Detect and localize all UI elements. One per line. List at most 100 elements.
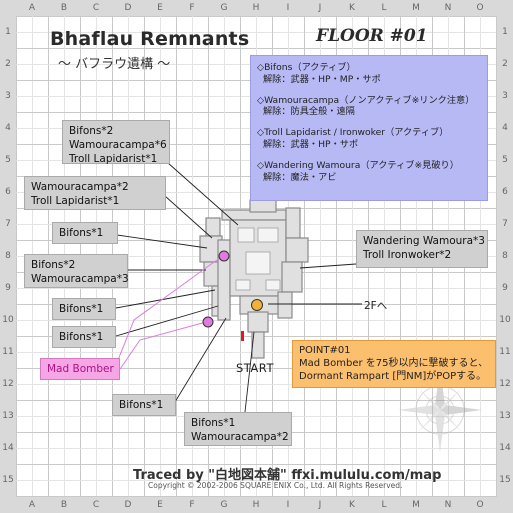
start-label: START: [236, 361, 274, 375]
mob-name: ◇Wamouracampa（ノンアクティブ※リンク注意）: [257, 94, 475, 106]
grid-subline-vertical: [320, 16, 321, 497]
row-label: 4: [502, 123, 508, 133]
column-label: F: [189, 3, 195, 13]
column-label: K: [349, 3, 355, 13]
row-label: 7: [5, 219, 11, 229]
row-label: 14: [2, 443, 14, 453]
column-label: L: [381, 3, 387, 13]
row-label: 3: [502, 91, 508, 101]
grid-subline-horizontal: [16, 448, 497, 449]
row-label: 11: [499, 347, 511, 357]
column-label: N: [444, 3, 452, 13]
row-label: 6: [5, 187, 11, 197]
grid-subline-horizontal: [16, 384, 497, 385]
row-label: 2: [502, 59, 508, 69]
grid-line-horizontal: [16, 496, 497, 497]
column-label: I: [286, 3, 290, 13]
column-label: A: [28, 500, 36, 510]
column-label: N: [444, 500, 452, 510]
column-label: C: [92, 3, 100, 13]
column-label: D: [124, 3, 132, 13]
mob-name: ◇Troll Lapidarist / Ironwoker（アクティブ）: [257, 127, 449, 139]
point-line: Dormant Rampart [門NM]がPOPする。: [299, 371, 487, 382]
row-label: 10: [499, 315, 511, 325]
row-label: 13: [2, 411, 14, 421]
row-label: 2: [5, 59, 11, 69]
exit-marker: [251, 299, 263, 311]
grid-line-horizontal: [16, 464, 497, 465]
row-label: 13: [499, 411, 511, 421]
row-label: 15: [499, 475, 511, 485]
column-label: B: [60, 3, 68, 13]
mob-group-label: Bifons*1: [52, 298, 116, 320]
column-label: J: [318, 3, 322, 13]
row-label: 10: [2, 315, 14, 325]
monster-info-panel: ◇Bifons（アクティブ） 解除：武器・HP・MP・サポ ◇Wamouraca…: [250, 55, 488, 201]
column-label: F: [189, 500, 195, 510]
row-label: 3: [5, 91, 11, 101]
column-ruler-top: [0, 0, 513, 16]
row-label: 1: [502, 27, 508, 37]
grid-subline-vertical: [352, 16, 353, 497]
column-label: C: [92, 500, 100, 510]
column-label: E: [157, 3, 163, 13]
column-label: E: [157, 500, 163, 510]
nm-label-mad-bomber: Mad Bomber: [40, 358, 120, 380]
mob-group-label: Bifons*2 Wamouracampa*3: [24, 254, 129, 288]
column-label: O: [476, 3, 484, 13]
map-subtitle: ～ バフラウ遺構 ～: [58, 57, 171, 72]
start-marker: [241, 331, 244, 341]
column-label: B: [60, 500, 68, 510]
row-label: 5: [502, 155, 508, 165]
row-label: 12: [499, 379, 511, 389]
row-label: 11: [2, 347, 14, 357]
mob-weakness: 解除：魔法・アビ: [263, 171, 337, 183]
mob-weakness: 解除：武器・HP・MP・サポ: [263, 73, 381, 85]
credit-text: Traced by "白地図本舗" ffxi.mululu.com/map: [133, 468, 442, 483]
column-label: A: [28, 3, 36, 13]
mob-group-label: Wandering Wamoura*3 Troll Ironwoker*2: [356, 230, 488, 268]
column-label: O: [476, 500, 484, 510]
row-label: 14: [499, 443, 511, 453]
column-label: M: [412, 500, 420, 510]
grid-line-vertical: [336, 16, 337, 497]
floor-label: FLOOR #01: [316, 26, 428, 46]
mob-group-label: Bifons*2 Wamouracampa*6 Troll Lapidarist…: [62, 120, 170, 165]
mob-group-label: Bifons*1: [52, 326, 116, 348]
grid-line-horizontal: [16, 400, 497, 401]
column-label: J: [318, 500, 322, 510]
row-label: 7: [502, 219, 508, 229]
row-ruler-left: [0, 0, 16, 513]
column-label: L: [381, 500, 387, 510]
mob-name: ◇Bifons（アクティブ）: [257, 62, 356, 73]
row-ruler-right: [497, 0, 513, 513]
grid-subline-horizontal: [16, 480, 497, 481]
grid-line-horizontal: [16, 368, 497, 369]
row-label: 15: [2, 475, 14, 485]
point-note: POINT#01 Mad Bomber を75秒以内に撃破すると、 Dorman…: [292, 340, 496, 388]
mob-group-label: Bifons*1: [112, 394, 176, 416]
point-line: Mad Bomber を75秒以内に撃破すると、: [299, 358, 489, 369]
mob-weakness: 解除：武器・HP・サポ: [263, 138, 359, 150]
row-label: 9: [502, 283, 508, 293]
mob-name: ◇Wandering Wamoura（アクティブ※見破り）: [257, 159, 459, 171]
row-label: 8: [502, 251, 508, 261]
nm-spawn-marker-south: [202, 316, 214, 328]
column-label: H: [252, 3, 260, 13]
exit-label: 2Fへ: [364, 300, 388, 312]
row-label: 5: [5, 155, 11, 165]
row-label: 6: [502, 187, 508, 197]
row-label: 8: [5, 251, 11, 261]
row-label: 4: [5, 123, 11, 133]
column-label: H: [252, 500, 260, 510]
column-label: G: [220, 500, 228, 510]
column-ruler-bottom: [0, 497, 513, 513]
compass-rose-icon: [398, 368, 482, 452]
column-label: D: [124, 500, 132, 510]
column-label: M: [412, 3, 420, 13]
map-title: Bhaflau Remnants: [50, 28, 250, 50]
mob-group-label: Bifons*1 Wamouracampa*2: [184, 412, 292, 446]
row-label: 1: [5, 27, 11, 37]
